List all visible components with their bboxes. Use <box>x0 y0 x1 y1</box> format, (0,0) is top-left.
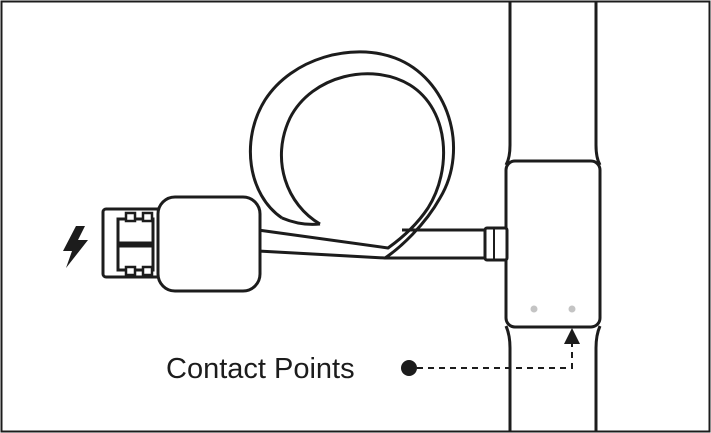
callout-leader-line <box>417 342 573 369</box>
callout-label: Contact Points <box>166 353 355 385</box>
arrow-up-icon <box>564 328 580 344</box>
charging-cable <box>248 50 509 262</box>
usb-plug-housing <box>156 195 262 293</box>
usb-plug-icon <box>101 195 262 293</box>
tracker-body <box>504 159 602 329</box>
cable-connector <box>483 226 509 262</box>
contact-point-right <box>568 305 576 313</box>
contact-point-left <box>530 305 538 313</box>
lightning-bolt-icon <box>63 226 88 268</box>
contact-points-callout: Contact Points <box>166 328 580 385</box>
callout-dot <box>401 360 417 376</box>
